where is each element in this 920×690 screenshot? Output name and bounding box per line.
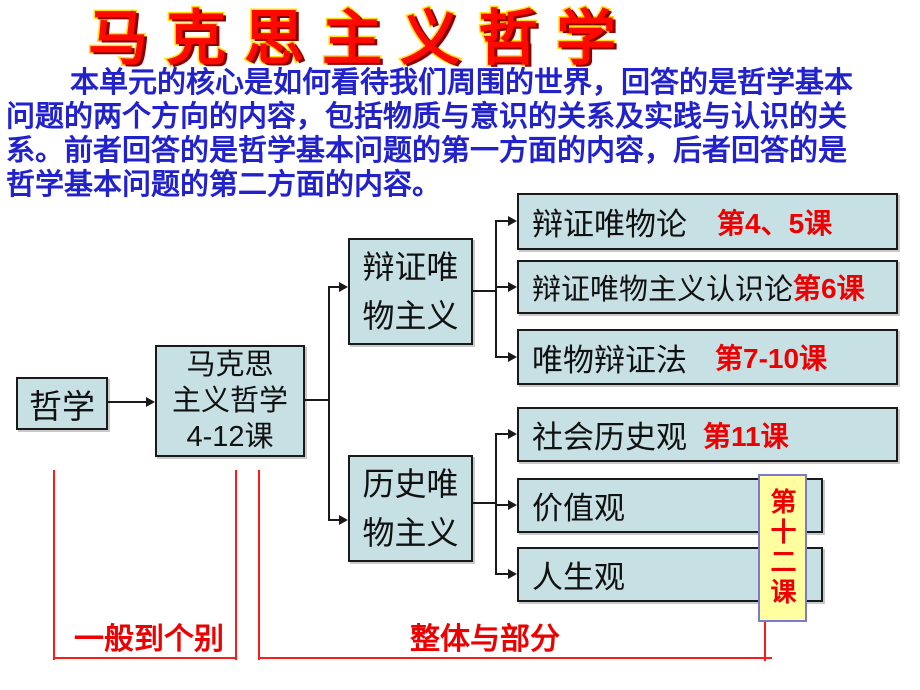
arrow-right-icon [339,282,348,292]
connector-line [473,502,497,504]
connector-line [495,286,509,288]
node-philosophy: 哲学 [16,377,108,430]
arrow-right-icon [508,282,517,292]
node-marxism-line: 主义哲学 [171,385,288,417]
arrow-right-icon [508,429,517,439]
connector-line [495,573,509,575]
intro-line: 哲学基本问题的第二方面的内容。 [6,169,442,201]
connector-line [495,220,497,358]
node-marxism-line: 马克思 [186,349,274,381]
box-dialectical-theory: 辩证唯物论 第4、5课 [517,193,898,250]
bracket-line [53,657,237,659]
arrow-right-icon [339,515,348,525]
connector-line [328,286,330,521]
arrow-right-icon [146,397,155,407]
branch-label: 价值观 [532,491,625,526]
bracket-line [258,657,772,659]
box-social-history-view: 社会历史观 第11课 [517,407,898,462]
box-epistemology: 辩证唯物主义认识论 第6课 [517,260,898,314]
arrow-right-icon [508,569,517,579]
branch-course: 第7-10课 [715,343,828,374]
node-dialectical-materialism: 辩证唯 物主义 [348,238,473,345]
bracket-line [258,470,260,660]
bracket-line [235,470,237,660]
connector-line [495,356,509,358]
intro-paragraph: 本单元的核心是如何看待我们周围的世界，回答的是哲学基本 问题的两个方向的内容，包… [6,66,916,202]
connector-line [495,433,509,435]
node-line: 物主义 [362,297,459,334]
footer-label-whole-and-part: 整体与部分 [410,623,560,656]
intro-line: 本单元的核心是如何看待我们周围的世界，回答的是哲学基本 [70,67,854,99]
connector-line [473,290,497,292]
box-materialist-dialectics: 唯物辩证法 第7-10课 [517,329,898,385]
node-line: 历史唯 [362,465,459,502]
connector-line [495,220,509,222]
node-line: 辩证唯 [362,248,459,285]
connector-line [328,286,341,288]
arrow-right-icon [508,216,517,226]
branch-label: 人生观 [532,560,625,595]
bracket-line [53,470,55,660]
slide-title: 马克思主义哲学 [87,4,634,74]
bracket-line [764,621,766,661]
lesson-12-box: 第十二课 [758,474,807,622]
intro-line: 系。前者回答的是哲学基本问题的第一方面的内容，后者回答的是 [6,135,848,167]
connector-line [328,519,341,521]
branch-label: 辩证唯物主义认识论 [532,274,794,306]
branch-label: 社会历史观 [532,420,687,455]
intro-line: 问题的两个方向的内容，包括物质与意识的关系及实践与认识的关 [6,101,848,133]
connector-line [108,401,148,403]
node-marxism-line: 4-12课 [186,421,274,453]
branch-course: 第4、5课 [717,207,833,239]
node-marxism: 马克思 主义哲学 4-12课 [155,345,305,457]
branch-label: 辩证唯物论 [532,207,687,242]
footer-label-general-to-individual: 一般到个别 [74,623,224,656]
branch-label: 唯物辩证法 [532,342,687,378]
branch-course: 第6课 [793,273,865,304]
arrow-right-icon [508,500,517,510]
node-line: 物主义 [362,514,459,551]
arrow-right-icon [508,352,517,362]
connector-line [495,504,509,506]
branch-course: 第11课 [703,420,789,452]
node-historical-materialism: 历史唯 物主义 [348,455,473,562]
connector-line [305,399,330,401]
